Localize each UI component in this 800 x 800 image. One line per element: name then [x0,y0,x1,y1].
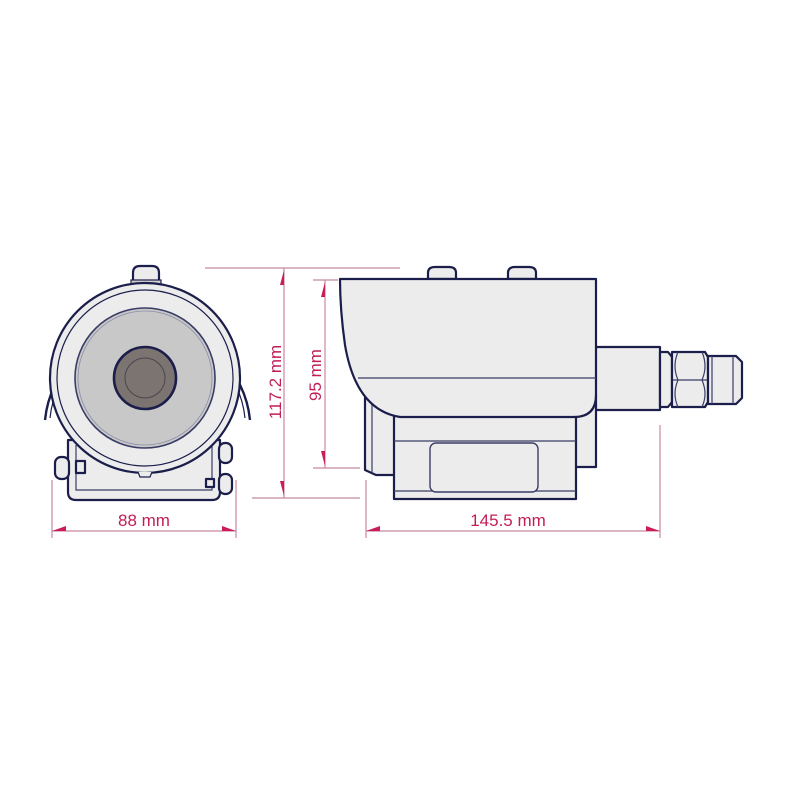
bolt-right-top [217,441,234,465]
side-view [338,265,744,501]
bracket-slot-right [204,477,216,489]
dim-145-label: 145.5 mm [470,511,546,530]
dim-117-extension-lines [205,267,400,499]
dim-117-arrow-bottom [280,481,284,496]
front-top-nub [131,264,161,285]
dim-145-arrow-left [366,526,380,531]
connector-collar [658,350,674,409]
side-housing [338,277,598,419]
bolt-right-bottom [217,472,234,496]
dim-88-label: 88 mm [118,511,170,530]
lens-inner [124,357,166,399]
dim-117-label: 117.2 mm [266,345,285,419]
dim-145-extension-lines [365,425,661,538]
side-top-nub-1 [426,265,458,281]
dim-145-arrow-right [646,526,660,531]
dim-88-arrow-right [222,526,236,531]
side-label-plate [429,442,539,493]
housing-notch [137,471,153,478]
housing-ring [56,289,234,467]
cable-tube [592,345,662,412]
dim-88-extension-lines [51,480,237,538]
dim-95-label: 95 mm [306,349,325,401]
dimensions: 88 mm 117.2 mm 95 mm 145.5 mm [51,267,661,538]
connector-hex-lines [673,351,707,408]
connector-cap-lines [711,356,734,404]
dim-95-arrow-top [321,282,325,297]
dim-95-arrow-bottom [321,451,325,466]
side-top-nub-2 [506,265,538,281]
front-view [43,264,252,502]
bracket-slot-left [74,459,87,475]
bolt-left [53,455,71,481]
lens [112,345,178,411]
connector-cap [706,354,744,406]
dim-88-arrow-left [52,526,66,531]
dim-117-arrow-top [280,270,284,285]
lens-glass-inner [77,310,213,446]
